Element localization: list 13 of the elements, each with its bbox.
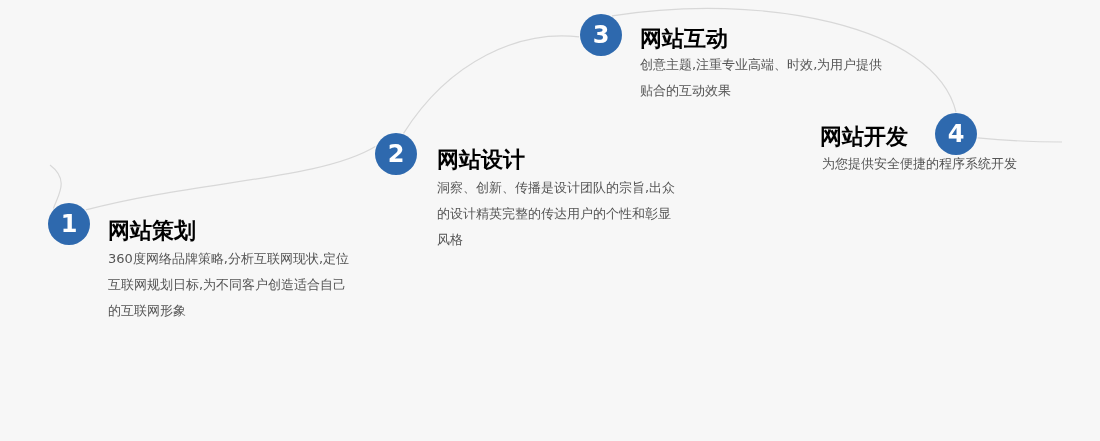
step-description: 洞察、创新、传播是设计团队的宗旨,出众的设计精英完整的传达用户的个性和彰显风格 xyxy=(437,179,677,249)
step-heading: 网站设计 xyxy=(437,146,525,174)
curved-connector xyxy=(977,137,1063,143)
step-description: 创意主题,注重专业高端、时效,为用户提供贴合的互动效果 xyxy=(640,56,884,100)
curved-connector xyxy=(49,164,62,210)
step-description: 360度网络品牌策略,分析互联网现状,定位互联网规划日标,为不同客户创造适合自己的互联网形象 xyxy=(108,250,351,320)
curved-connector xyxy=(402,35,580,134)
curved-connector xyxy=(611,8,957,113)
step-heading: 网站开发 xyxy=(820,123,908,151)
step-heading: 网站互动 xyxy=(640,25,728,53)
step-heading: 网站策划 xyxy=(108,217,196,245)
curved-connector xyxy=(85,145,376,211)
step-description: 为您提供安全便捷的程序系统开发 xyxy=(822,155,1018,173)
